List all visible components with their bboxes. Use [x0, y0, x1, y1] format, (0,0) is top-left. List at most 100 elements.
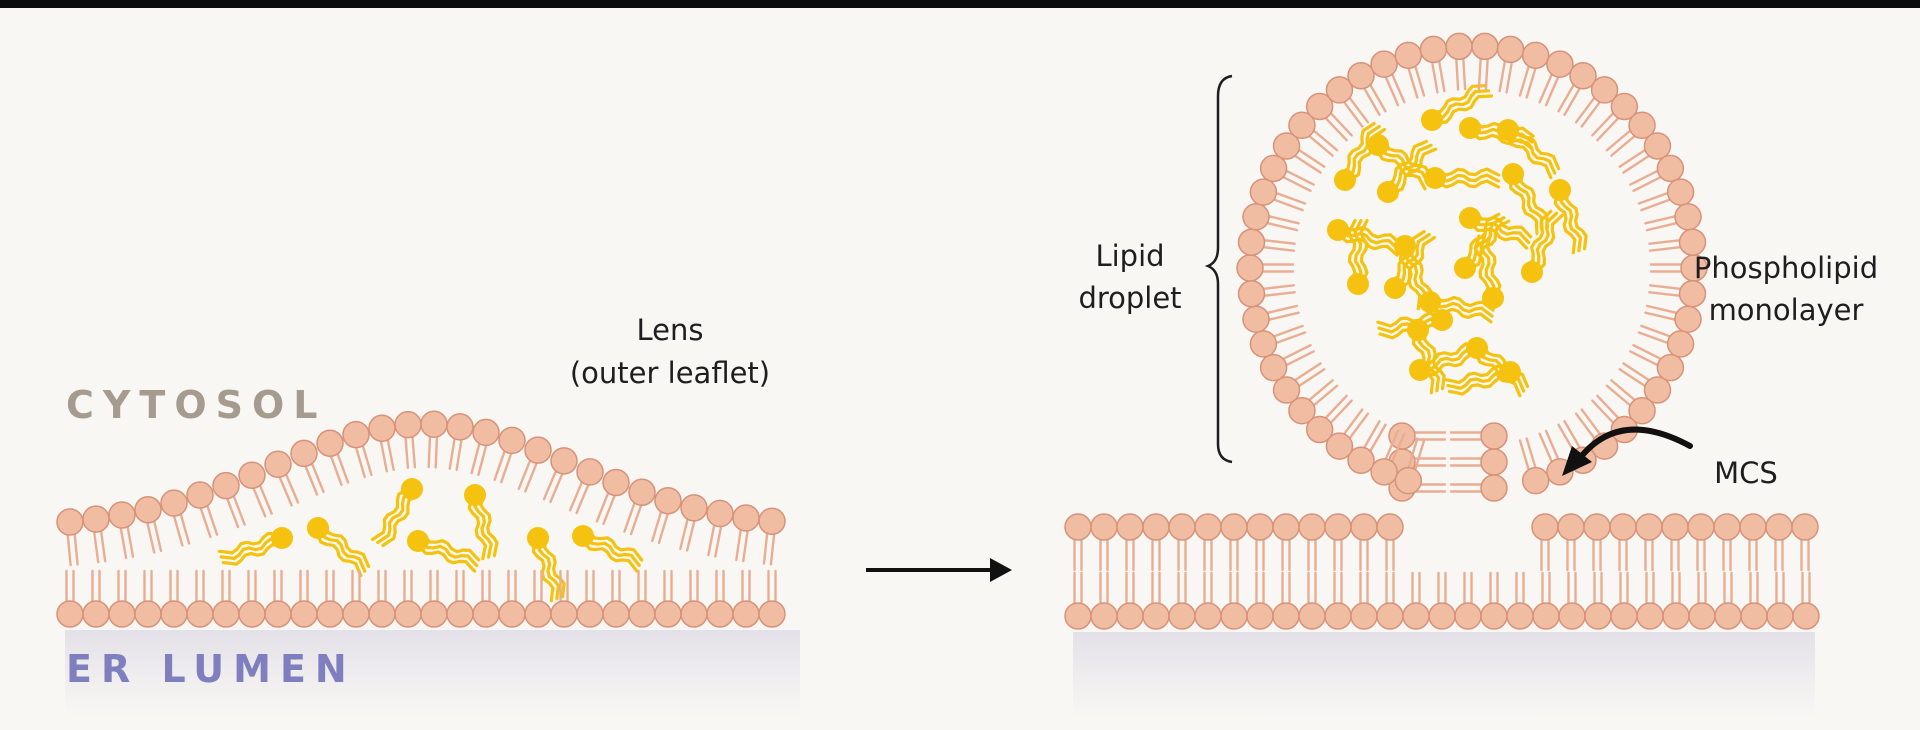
neutral-lipid: [1473, 232, 1504, 309]
phospholipid: [264, 450, 300, 507]
phospholipid: [1116, 513, 1144, 572]
phospholipid: [342, 569, 370, 628]
er-bilayer-with-droplet: [1064, 32, 1820, 630]
phospholipid: [1765, 513, 1793, 572]
phospholipid: [628, 569, 656, 628]
phospholipid: [1236, 254, 1295, 282]
phospholipid: [1347, 420, 1387, 475]
phospholipid: [1237, 228, 1296, 256]
phospholipid: [1090, 571, 1118, 630]
phospholipid: [82, 569, 110, 628]
neutral-lipid: [1424, 167, 1501, 189]
phospholipid: [238, 569, 266, 628]
phospholipid: [470, 418, 500, 477]
phospholipid: [1496, 35, 1525, 94]
phospholipid: [1605, 111, 1656, 157]
phospholipid: [1688, 571, 1716, 630]
phospholipid: [1428, 571, 1456, 630]
phospholipid: [56, 508, 84, 567]
phospholipid: [1687, 513, 1715, 572]
phospholipid: [394, 569, 422, 628]
phospholipid: [1325, 408, 1370, 460]
phospholipid: [1661, 513, 1689, 572]
phospholipid: [1713, 513, 1741, 572]
er-lumen-left: [65, 630, 800, 715]
phospholipid: [1249, 178, 1307, 212]
phospholipid: [186, 481, 219, 539]
phospholipid: [1454, 571, 1482, 630]
phospholipid: [1272, 362, 1326, 404]
phospholipid: [1376, 513, 1404, 572]
phospholipid: [316, 569, 344, 628]
neutral-lipid: [1549, 179, 1588, 255]
lipid-droplet-brace: [1204, 74, 1233, 464]
phospholipid: [1272, 571, 1300, 630]
phospholipid: [576, 569, 604, 628]
phospholipid: [1350, 571, 1378, 630]
phospholipid: [1506, 571, 1534, 630]
phospholipid: [1644, 203, 1702, 232]
phospholipid: [160, 569, 188, 628]
phospholipid: [1220, 571, 1248, 630]
phospholipid: [706, 499, 734, 558]
neutral-lipid: [1521, 209, 1564, 283]
phospholipid: [1242, 203, 1300, 232]
phospholipid: [1636, 571, 1664, 630]
phospholipid: [732, 569, 760, 628]
phospholipid: [1766, 571, 1794, 630]
phospholipid: [623, 478, 656, 536]
phospholipid: [550, 569, 578, 628]
phospholipid: [1168, 513, 1196, 572]
phospholipid: [1532, 571, 1560, 630]
phospholipid: [654, 569, 682, 628]
phospholipid: [1618, 362, 1672, 404]
phospholipid: [1574, 76, 1619, 128]
phospholipid: [1618, 132, 1672, 174]
phospholipid: [1305, 92, 1353, 142]
phospholipid: [1194, 571, 1222, 630]
phospholipid: [651, 486, 682, 545]
phospholipid: [1249, 324, 1307, 358]
phospholipid: [1116, 571, 1144, 630]
phospholipid: [290, 439, 325, 496]
neutral-lipid: [1376, 309, 1453, 340]
phospholipid: [1064, 571, 1092, 630]
phospholipid: [1637, 178, 1695, 212]
neutral-lipid: [370, 478, 423, 548]
phospholipid: [1739, 513, 1767, 572]
top-border-bar: [0, 0, 1920, 8]
phospholipid: [420, 569, 448, 628]
phospholipid: [1449, 422, 1508, 450]
phospholipid: [1557, 61, 1597, 116]
phospholipid: [1644, 304, 1702, 333]
phospholipid: [1272, 513, 1300, 572]
phospholipid: [1220, 513, 1248, 572]
phospholipid: [1635, 513, 1663, 572]
phospholipid: [160, 489, 191, 547]
phospholipid: [1662, 571, 1690, 630]
phospholipid: [1288, 111, 1339, 157]
neutral-lipid: [1377, 139, 1438, 203]
phospholipid: [1376, 571, 1404, 630]
phospholipid: [368, 569, 396, 628]
phospholipid: [1298, 571, 1326, 630]
phospholipid: [493, 426, 526, 484]
phospholipid: [1259, 154, 1315, 192]
phospholipid: [1591, 92, 1639, 142]
phospholipid: [568, 458, 604, 515]
phospholipid: [1064, 513, 1092, 572]
lipid-droplet-label-line1: Lipid: [1095, 239, 1164, 273]
phospholipid: [446, 569, 474, 628]
phospholipid: [1370, 50, 1406, 107]
phospholipid: [264, 569, 292, 628]
phospholipid: [1480, 571, 1508, 630]
phospholipid: [82, 505, 110, 564]
neutral-lipid: [307, 517, 371, 578]
phospholipid: [108, 569, 136, 628]
phospholipid: [108, 501, 136, 560]
neutral-lipid: [1327, 219, 1402, 257]
phospholipid: [420, 410, 448, 469]
phospholipid: [542, 447, 578, 504]
lens-label-line1: Lens: [637, 313, 704, 347]
phospholipid: [1629, 154, 1685, 192]
